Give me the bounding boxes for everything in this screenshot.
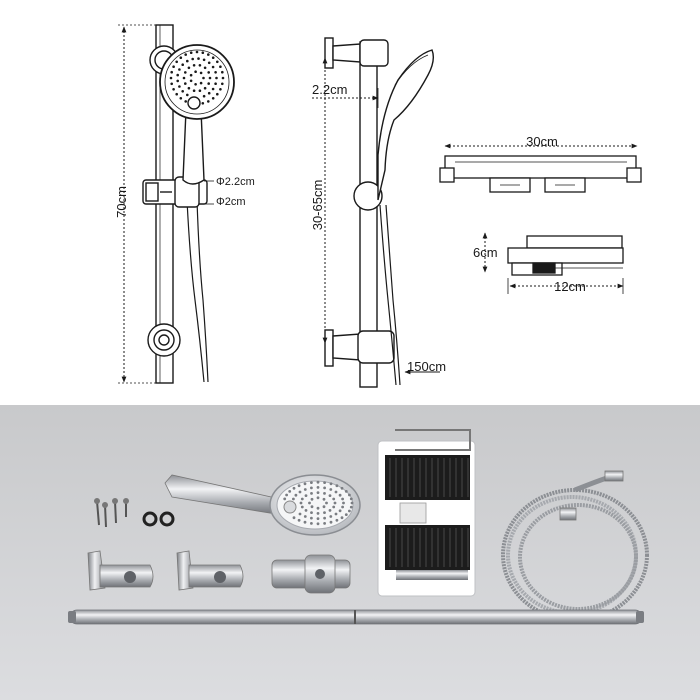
side-shower-head	[377, 49, 435, 201]
side-slider	[353, 181, 383, 211]
side-view	[312, 37, 440, 388]
shelf-side-view	[482, 232, 624, 294]
shelf-depth-label: 12cm	[554, 279, 586, 294]
shelf-width-label: 30cm	[526, 134, 558, 149]
washers	[142, 511, 175, 527]
wall-bracket-photo-2	[176, 550, 244, 591]
hand-shower-photo	[164, 474, 361, 536]
nozzle-dots	[169, 50, 225, 105]
wall-offset-label: 2.2cm	[312, 82, 347, 97]
shelf-photo	[377, 429, 476, 597]
adjust-range-label: 30-65cm	[310, 180, 325, 231]
side-bottom-bracket	[324, 329, 334, 367]
bottom-bracket	[147, 323, 181, 357]
screws	[94, 498, 129, 528]
front-view	[118, 24, 235, 384]
shower-handle	[182, 109, 205, 185]
slider-photo	[271, 554, 351, 594]
diameter-inner-label: Φ2cm	[216, 196, 246, 208]
hose-line	[186, 120, 205, 383]
diameter-outer-label: Φ2.2cm	[216, 176, 255, 188]
shelf-height-label: 6cm	[473, 245, 498, 260]
total-height-label: 70cm	[114, 186, 129, 218]
shelf-front-view	[439, 143, 642, 193]
shower-head	[159, 44, 235, 120]
hose-photo	[501, 470, 649, 622]
rail-photo	[68, 609, 644, 625]
product-photo	[0, 405, 700, 700]
side-top-bracket	[324, 37, 334, 69]
dimension-diagram: 70cm Φ2.2cm Φ2cm 30-65cm 2.2cm 150cm	[114, 24, 642, 388]
wall-bracket-photo-1	[87, 550, 154, 591]
side-hose	[379, 204, 397, 386]
hose-length-label: 150cm	[407, 359, 446, 374]
